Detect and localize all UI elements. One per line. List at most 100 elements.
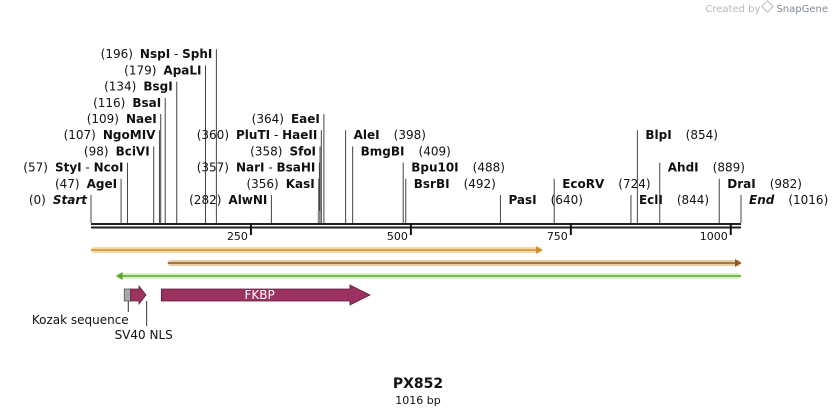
- site-name: KasI: [286, 177, 315, 191]
- construct-name: PX852: [392, 376, 444, 392]
- backbone-bottom-strand: [91, 226, 741, 229]
- site-name: PasI: [508, 193, 536, 207]
- snapgene-credit: Created by SnapGene: [705, 0, 828, 15]
- sequence-backbone: [91, 223, 741, 229]
- sv40-nls-label: SV40 NLS: [115, 328, 173, 342]
- site-lines: [90, 49, 742, 223]
- site-position: (358): [250, 144, 282, 158]
- site-label[interactable]: AhdI(889): [668, 161, 745, 175]
- site-label[interactable]: EclI (844): [639, 193, 709, 207]
- site-label[interactable]: (57)StyI - NcoI: [23, 161, 123, 175]
- site-name: BsgI: [143, 80, 172, 94]
- site-position: (360): [197, 128, 229, 142]
- site-label[interactable]: (179) ApaLI: [124, 63, 201, 77]
- site-label[interactable]: BsrBI (492): [414, 177, 496, 191]
- site-position: (179): [124, 63, 156, 77]
- site-label[interactable]: DraI (982): [727, 177, 802, 191]
- ruler-tick-label: 250: [227, 230, 248, 243]
- site-gap: (724): [618, 177, 650, 191]
- orf-arrowhead: [536, 246, 543, 254]
- site-name-secondary: BsaHI: [276, 161, 315, 175]
- site-position: (196): [101, 47, 133, 61]
- site-label[interactable]: (109)NaeI: [87, 112, 157, 126]
- backbone-top-strand: [91, 223, 741, 225]
- site-name: AleI: [354, 128, 380, 142]
- site-gap: (492): [464, 177, 496, 191]
- kozak-feature[interactable]: [123, 288, 132, 302]
- ruler-tick-label: 750: [547, 230, 568, 243]
- ruler-tick-label: 1000: [700, 230, 728, 243]
- site-name: BciVI: [116, 144, 150, 158]
- site-gap: (982): [770, 177, 802, 191]
- site-label[interactable]: (356) KasI: [246, 177, 314, 191]
- site-gap: (1016): [788, 193, 828, 207]
- site-gap: (640): [551, 193, 583, 207]
- site-label[interactable]: (116)BsaI: [93, 96, 161, 110]
- site-label[interactable]: (196)NspI - SphI: [101, 47, 213, 61]
- site-label[interactable]: BlpI(854): [645, 128, 718, 142]
- site-label[interactable]: End(1016): [749, 193, 828, 207]
- site-label[interactable]: (134) BsgI: [104, 80, 173, 94]
- credit-brand: SnapGene: [776, 4, 828, 15]
- site-label[interactable]: PasI (640): [508, 193, 582, 207]
- site-label[interactable]: (357)NarI - BsaHI: [197, 161, 316, 175]
- site-labels: (0)Start(47)AgeI(57)StyI - NcoI(98)BciVI…: [23, 47, 828, 207]
- site-name: ApaLI: [163, 63, 201, 77]
- site-label[interactable]: BmgBI(409): [361, 144, 451, 158]
- site-separator: -: [270, 128, 282, 142]
- orf-arrowhead: [116, 272, 123, 280]
- site-gap: (844): [677, 193, 709, 207]
- site-separator: -: [170, 47, 182, 61]
- site-name: EclI: [639, 193, 663, 207]
- ruler-tick-label: 500: [387, 230, 408, 243]
- site-name-secondary: HaeII: [282, 128, 317, 142]
- site-name: AgeI: [87, 177, 117, 191]
- site-name: PluTI: [236, 128, 270, 142]
- site-label[interactable]: (364)EaeI: [252, 112, 320, 126]
- site-cluster-marker: [317, 211, 321, 223]
- site-name: BsrBI: [414, 177, 450, 191]
- credit-prefix: Created by: [705, 4, 761, 15]
- site-label[interactable]: (98) BciVI: [84, 144, 150, 158]
- site-position: (98): [84, 144, 109, 158]
- site-label[interactable]: Bpu10I (488): [411, 161, 505, 175]
- site-name: StyI: [55, 161, 82, 175]
- site-position: (134): [104, 80, 136, 94]
- site-label[interactable]: (282) AlwNI: [189, 193, 267, 207]
- site-label[interactable]: AleI (398): [354, 128, 426, 142]
- site-name: Bpu10I: [411, 161, 458, 175]
- sv40-nls-feature[interactable]: [130, 284, 147, 306]
- site-name: NgoMIV: [103, 128, 156, 142]
- fkbp-feature[interactable]: [160, 284, 371, 306]
- site-label[interactable]: (47)AgeI: [55, 177, 117, 191]
- site-gap: (398): [394, 128, 426, 142]
- site-label[interactable]: EcoRV(724): [562, 177, 650, 191]
- site-label[interactable]: (107)NgoMIV: [64, 128, 157, 142]
- site-name: BlpI: [645, 128, 671, 142]
- site-position: (282): [189, 193, 221, 207]
- site-position: (356): [246, 177, 278, 191]
- site-position: (57): [23, 161, 48, 175]
- site-label[interactable]: (0) Start: [29, 193, 88, 207]
- site-name: NaeI: [126, 112, 157, 126]
- site-position: (0): [29, 193, 46, 207]
- kozak-label: Kozak sequence: [32, 313, 129, 327]
- site-name: NspI: [140, 47, 170, 61]
- site-name: Start: [53, 193, 88, 207]
- site-name: EaeI: [291, 112, 320, 126]
- site-gap: (488): [473, 161, 505, 175]
- site-name: AlwNI: [228, 193, 267, 207]
- construct-length: 1016 bp: [395, 394, 441, 407]
- site-position: (116): [93, 96, 125, 110]
- site-name: BmgBI: [361, 144, 405, 158]
- site-position: (357): [197, 161, 229, 175]
- site-gap: (889): [713, 161, 745, 175]
- site-label[interactable]: (360) PluTI - HaeII: [197, 128, 318, 142]
- site-label[interactable]: (358) SfoI: [250, 144, 316, 158]
- site-separator: -: [82, 161, 94, 175]
- orf-arrowhead: [735, 259, 741, 267]
- site-name: SfoI: [289, 144, 316, 158]
- site-name: DraI: [727, 177, 755, 191]
